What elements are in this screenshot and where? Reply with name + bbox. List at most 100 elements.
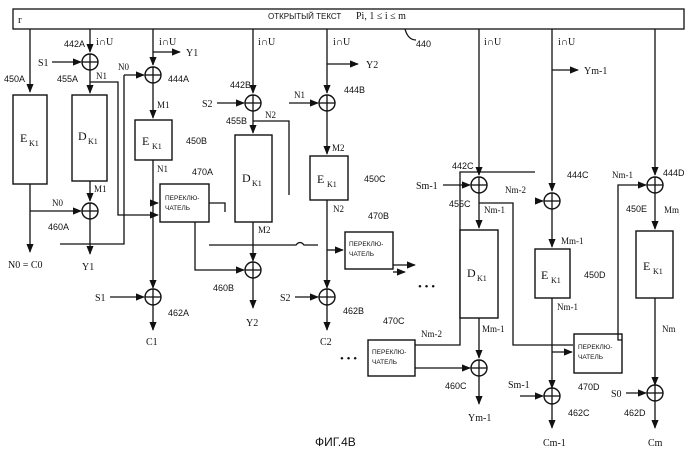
n1-label-c: N1 — [294, 90, 305, 100]
dots-a: • • • — [418, 281, 435, 293]
switch-a-line2: ЧАТЕЛЬ — [165, 205, 190, 212]
ref-444B: 444B — [344, 85, 365, 95]
r-label: r — [18, 14, 22, 26]
dots-b: • • • — [340, 353, 357, 365]
ref-470C: 470C — [383, 316, 405, 326]
ref-444A: 444A — [168, 74, 189, 84]
n2-label-a: N2 — [265, 110, 276, 120]
switch-c-line1: ПЕРЕКЛЮ- — [372, 349, 406, 356]
key-label-eb: K1 — [152, 142, 162, 151]
ek1-block-450E — [636, 231, 673, 298]
ref-455A: 455A — [57, 74, 78, 84]
key-label-ec: K1 — [327, 180, 337, 189]
y1-label-top: Y1 — [186, 48, 198, 59]
ek-label: E — [20, 131, 27, 145]
n0c0-label: N0 = C0 — [8, 260, 43, 271]
ek-label-d: E — [541, 268, 548, 282]
ref-442A: 442A — [64, 39, 85, 49]
c1-label: C1 — [146, 337, 158, 348]
ref-450A: 450A — [4, 74, 25, 84]
ek-label-b: E — [142, 134, 149, 148]
key-label-dc: K1 — [477, 274, 487, 283]
ref-455B: 455B — [226, 116, 247, 126]
ym1-label-a: Ym-1 — [468, 413, 491, 424]
key-label-ed: K1 — [551, 276, 561, 285]
key-label-db: K1 — [252, 179, 262, 188]
iu-label-a: i∩U — [96, 37, 114, 48]
c2-label: C2 — [320, 337, 332, 348]
ref-450D: 450D — [584, 270, 606, 280]
switch-d-line1: ПЕРЕКЛЮ- — [578, 344, 612, 351]
iu-label-b: i∩U — [159, 37, 177, 48]
ym1-label-top: Ym-1 — [584, 66, 607, 77]
nm2-label-a: Nm-2 — [421, 329, 442, 339]
switch-470A — [160, 184, 209, 222]
ref-462D: 462D — [624, 408, 646, 418]
ref-462C: 462C — [568, 408, 590, 418]
switch-b-line2: ЧАТЕЛЬ — [349, 251, 374, 258]
figure-caption: ФИГ.4В — [315, 435, 356, 449]
m1-label-b: M1 — [157, 100, 170, 110]
ref-470A: 470A — [192, 167, 213, 177]
switch-d-line2: ЧАТЕЛЬ — [578, 354, 603, 361]
dk-label-b: D — [242, 171, 251, 185]
s2-label-a: S2 — [202, 99, 213, 110]
n2-label-b: N2 — [333, 204, 344, 214]
y2-label-top: Y2 — [366, 60, 378, 71]
key-label-ee: K1 — [653, 267, 663, 276]
ek1-block-450C — [310, 156, 348, 200]
ref-444D: 444D — [663, 168, 685, 178]
ref-444C: 444C — [567, 170, 589, 180]
ref-462A: 462A — [168, 308, 189, 318]
ref-442B: 442B — [230, 80, 251, 90]
plaintext-formula: Pi, 1 ≤ i ≤ m — [356, 11, 406, 22]
iu-label-c: i∩U — [258, 37, 276, 48]
iu-label-d: i∩U — [333, 37, 351, 48]
cm1-label: Cm-1 — [543, 438, 566, 449]
nm-label: Nm — [662, 324, 676, 334]
n1-label-a: N1 — [96, 71, 107, 81]
n0-label-b: N0 — [118, 62, 129, 72]
nm1-label-a: Nm-1 — [484, 205, 505, 215]
iu-label-e: i∩U — [484, 37, 502, 48]
plaintext-bus — [13, 9, 684, 29]
switch-c-line2: ЧАТЕЛЬ — [372, 359, 397, 366]
dk-label-c: D — [467, 266, 476, 280]
ek-label-e: E — [643, 259, 650, 273]
ref-460A: 460A — [48, 222, 69, 232]
key-label-da: K1 — [88, 137, 98, 146]
key-label: K1 — [29, 139, 39, 148]
ek1-block-450B — [135, 120, 172, 160]
s0-label: S0 — [611, 389, 622, 400]
ref-455C: 455C — [449, 199, 471, 209]
switch-470C — [368, 340, 415, 376]
ref-470B: 470B — [368, 211, 389, 221]
ek-label-c: E — [317, 172, 324, 186]
mm1-label-b: Mm-1 — [561, 236, 584, 246]
switch-a-line1: ПЕРЕКЛЮ- — [165, 195, 199, 202]
nm1-label-c: Nm-1 — [612, 170, 633, 180]
y1-label-a: Y1 — [82, 262, 94, 273]
sm1-label-a: Sm-1 — [416, 181, 438, 192]
s2-label-b: S2 — [280, 293, 291, 304]
mm1-label-a: Mm-1 — [482, 324, 505, 334]
ref-462B: 462B — [343, 306, 364, 316]
ref-450B: 450B — [186, 136, 207, 146]
plaintext-title: ОТКРЫТЫЙ ТЕКСТ — [268, 12, 341, 21]
nm2-label-b: Nm-2 — [505, 185, 526, 195]
n0-label-a: N0 — [52, 198, 63, 208]
ref-450E: 450E — [626, 204, 647, 214]
nm1-label-b: Nm-1 — [557, 302, 578, 312]
ref-450C: 450C — [364, 174, 386, 184]
cm-label: Cm — [648, 438, 663, 449]
s1-label-b: S1 — [95, 293, 106, 304]
iu-label-f: i∩U — [558, 37, 576, 48]
sm1-label-b: Sm-1 — [508, 380, 530, 391]
switch-b-line1: ПЕРЕКЛЮ- — [349, 241, 383, 248]
ref-442C: 442C — [452, 161, 474, 171]
bus-ref-leader — [405, 29, 416, 40]
n1-label-b: N1 — [157, 164, 168, 174]
bus-ref: 440 — [416, 39, 431, 49]
